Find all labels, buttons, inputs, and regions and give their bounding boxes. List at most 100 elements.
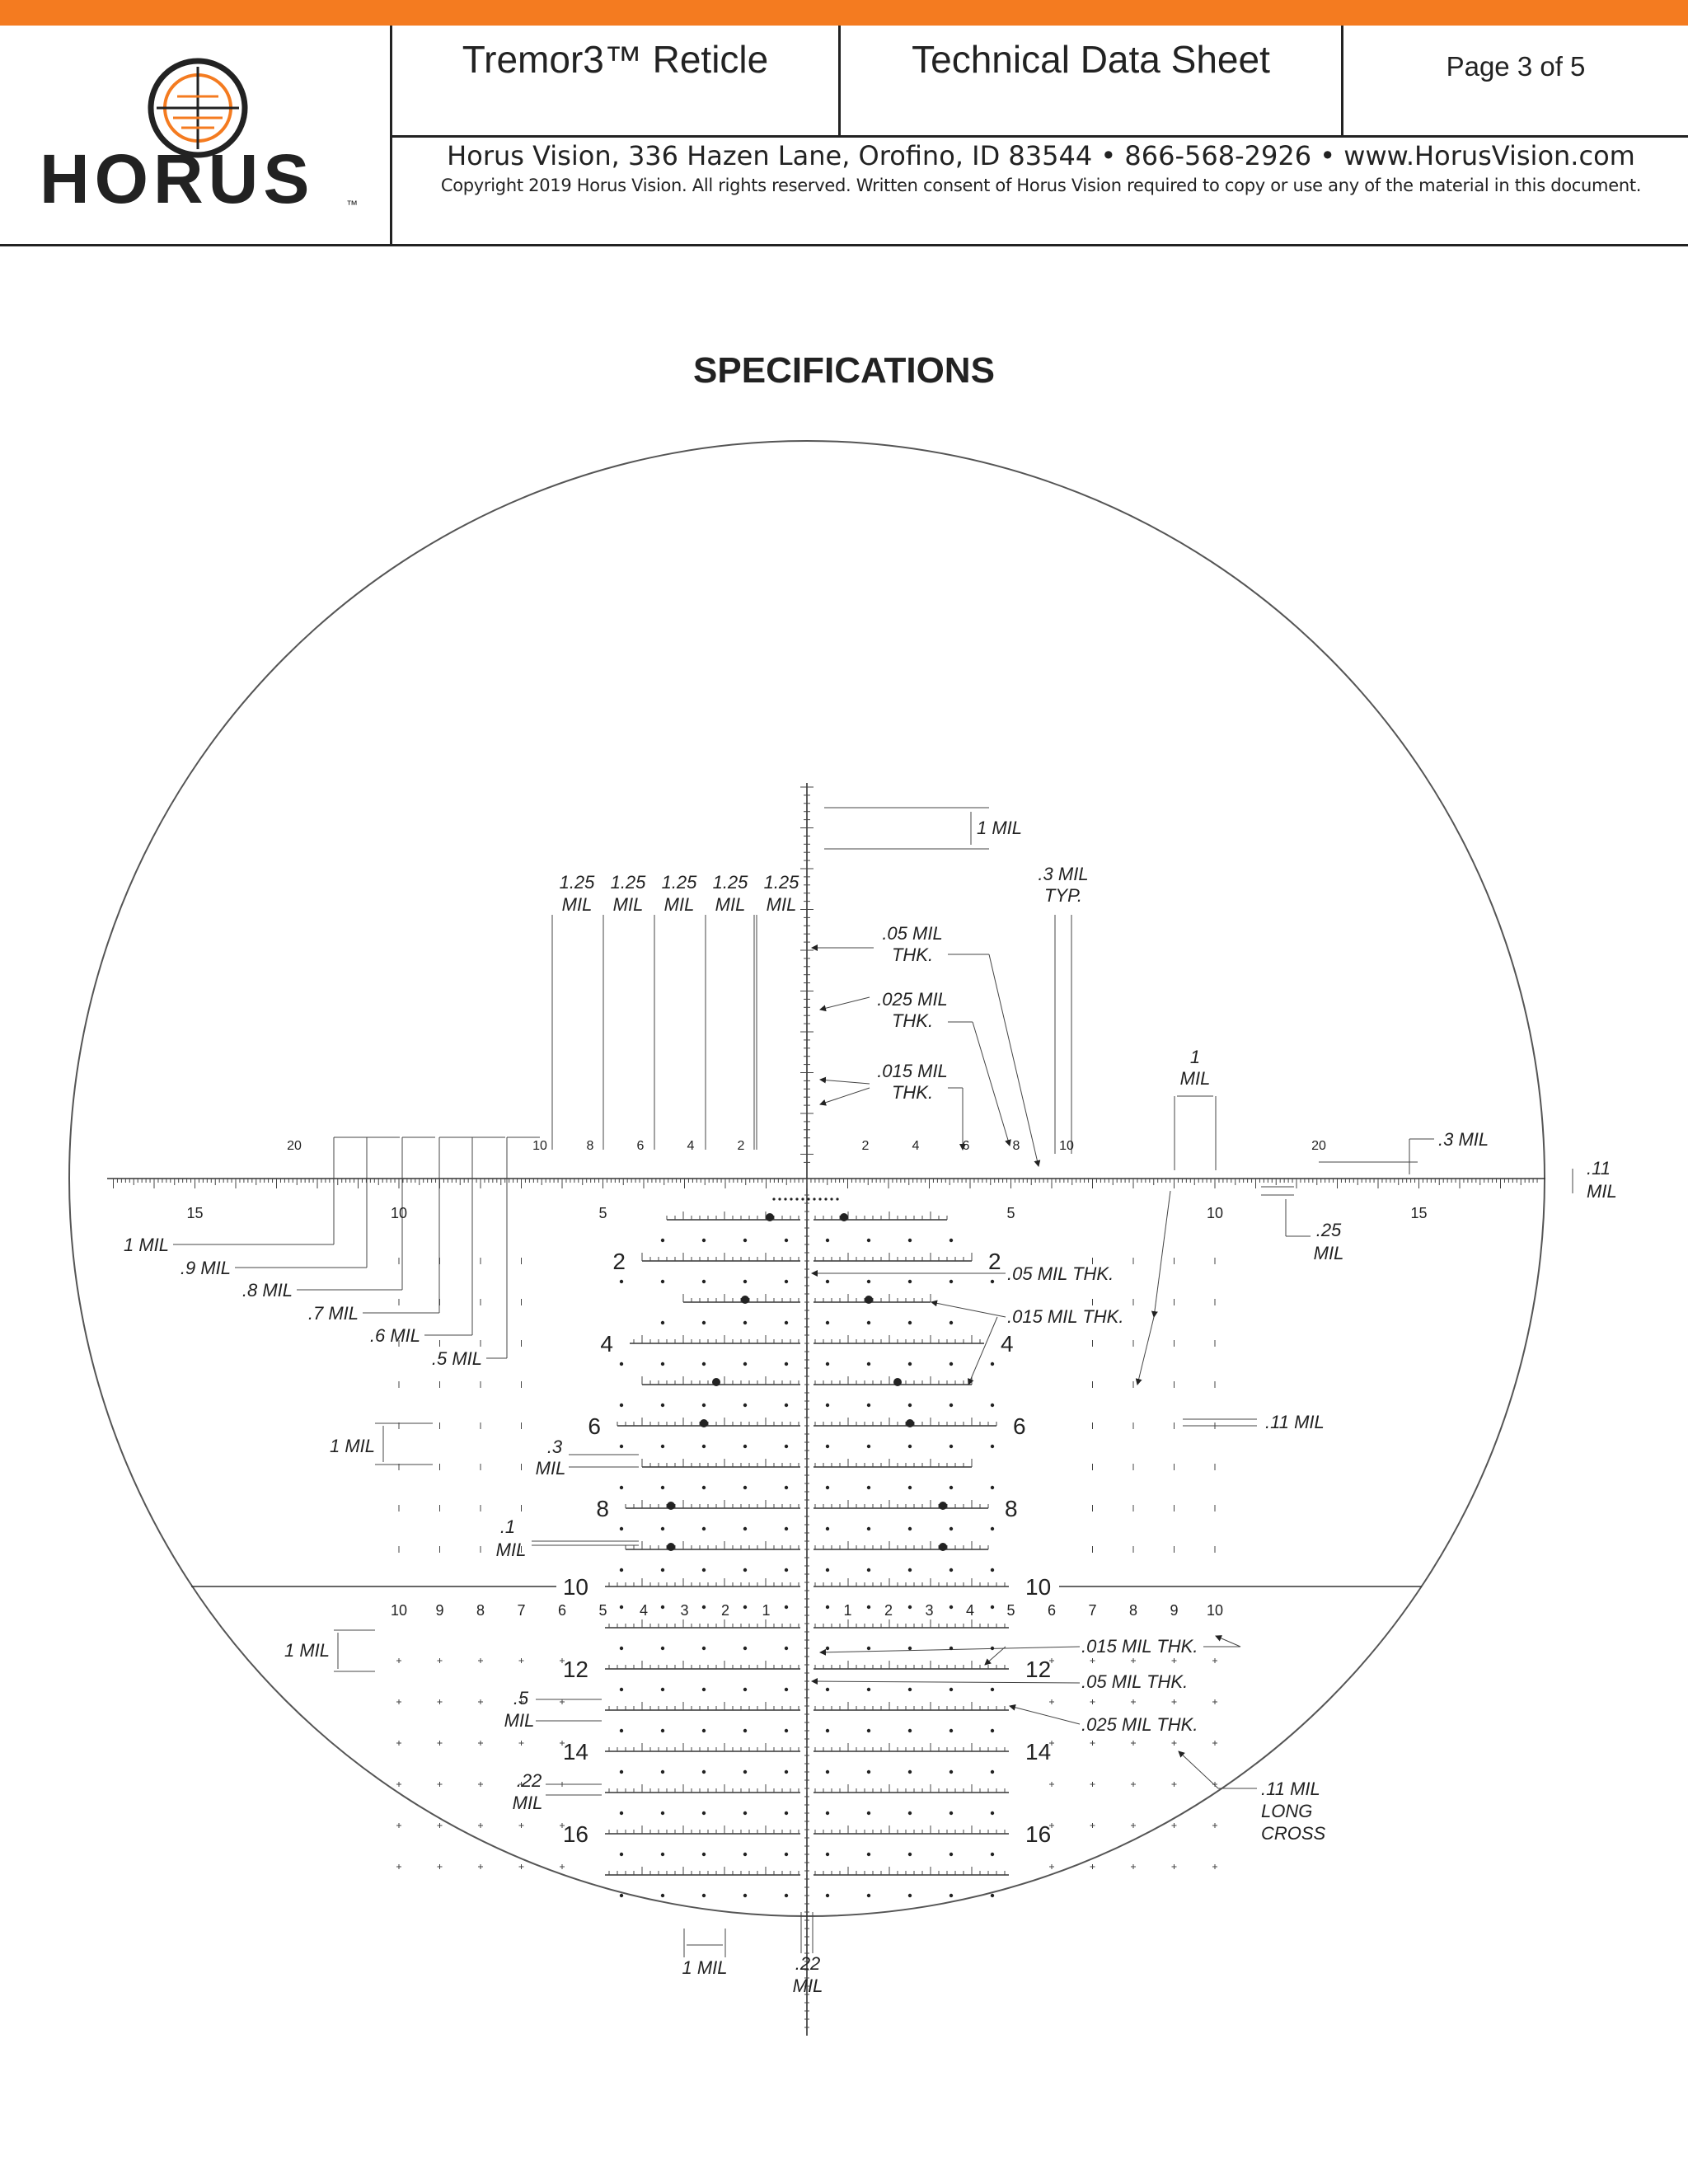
- lower-scale-label: 1: [762, 1602, 770, 1619]
- holdover-dot: [907, 1728, 912, 1733]
- upper-small-label: 6: [963, 1139, 970, 1153]
- top-dot: [830, 1197, 833, 1201]
- company-address: Horus Vision, 336 Hazen Lane, Orofino, I…: [447, 140, 1635, 171]
- holdover-dot: [743, 1444, 748, 1449]
- holdover-dot: [949, 1444, 954, 1449]
- brand-trademark: ™: [346, 198, 358, 211]
- callout-spacing-unit: MIL: [664, 894, 695, 915]
- holdover-dot: [660, 1444, 665, 1449]
- holdover-dot: [907, 1769, 912, 1774]
- holdover-dot: [866, 1526, 871, 1531]
- holdover-dot: [907, 1605, 912, 1610]
- callout-5-mil: MIL: [504, 1710, 535, 1731]
- holdover-dot: [701, 1568, 706, 1572]
- holdover-dot: [784, 1526, 789, 1531]
- holdover-dot: [825, 1568, 830, 1572]
- holdover-dot: [949, 1568, 954, 1572]
- callout-25-mil: .25: [1316, 1220, 1342, 1240]
- lower-scale-label: 9: [1170, 1602, 1178, 1619]
- holdover-dot: [825, 1769, 830, 1774]
- holdover-dot: [907, 1403, 912, 1408]
- holdover-dot: [907, 1893, 912, 1898]
- holdover-dot: [660, 1893, 665, 1898]
- lower-scale-label: 5: [1006, 1602, 1015, 1619]
- holdover-dot: [619, 1361, 624, 1366]
- horizontal-scale-label: 15: [186, 1205, 203, 1221]
- holdover-dot: [743, 1728, 748, 1733]
- upper-small-label: 4: [912, 1139, 920, 1153]
- lower-scale-label: 10: [391, 1602, 407, 1619]
- leader: [968, 1316, 998, 1385]
- holdover-dot: [660, 1403, 665, 1408]
- holdover-dot: [619, 1485, 624, 1490]
- leader: [1178, 1750, 1219, 1789]
- holdover-dot: [660, 1605, 665, 1610]
- holdover-dot: [825, 1320, 830, 1325]
- top-dot: [772, 1197, 776, 1201]
- callout-left-ladder: .9 MIL: [181, 1258, 231, 1278]
- lower-scale-label: 9: [435, 1602, 443, 1619]
- holdover-dot: [866, 1485, 871, 1490]
- callout-015-thk: THK.: [892, 1082, 933, 1103]
- horizontal-scale-label: 5: [598, 1205, 607, 1221]
- holdover-dot: [701, 1769, 706, 1774]
- callout-left-ladder: .5 MIL: [432, 1348, 482, 1369]
- callout-5-mil: .5: [513, 1688, 529, 1708]
- holdover-dot: [825, 1361, 830, 1366]
- callout-one-mil-right: 1: [1190, 1047, 1200, 1067]
- holdover-dot: [990, 1605, 995, 1610]
- lower-scale-label: 7: [1088, 1602, 1096, 1619]
- callout-05-thk-lower: .05 MIL THK.: [1081, 1671, 1188, 1692]
- horizontal-scale-label: 10: [391, 1205, 407, 1221]
- upper-small-label: 2: [738, 1139, 745, 1153]
- holdover-dot: [949, 1526, 954, 1531]
- wind-dot: [893, 1378, 902, 1386]
- row-number-left: 12: [563, 1657, 588, 1682]
- row-number-left: 6: [588, 1413, 601, 1439]
- callout-11-mil: .11: [1587, 1158, 1611, 1179]
- row-number-right: 10: [1025, 1574, 1051, 1600]
- holdover-dot: [949, 1646, 954, 1651]
- leader: [1009, 1704, 1081, 1725]
- holdover-dot: [743, 1811, 748, 1816]
- holdover-dot: [866, 1811, 871, 1816]
- holdover-dot: [784, 1238, 789, 1243]
- holdover-dot: [701, 1893, 706, 1898]
- holdover-dot: [701, 1605, 706, 1610]
- holdover-dot: [825, 1811, 830, 1816]
- holdover-dot: [619, 1279, 624, 1284]
- holdover-dot: [619, 1646, 624, 1651]
- callout-one-mil-top: 1 MIL: [977, 818, 1022, 838]
- callout-long-cross: LONG: [1261, 1801, 1312, 1821]
- top-dot: [836, 1197, 839, 1201]
- callout-025-thk-lower: .025 MIL THK.: [1081, 1714, 1198, 1735]
- callout-bottom-22-mil: .22: [795, 1953, 821, 1974]
- callout-left-ladder: .6 MIL: [370, 1325, 420, 1346]
- upper-small-label: 8: [587, 1139, 594, 1153]
- holdover-dot: [949, 1605, 954, 1610]
- holdover-dot: [866, 1893, 871, 1898]
- holdover-dot: [907, 1485, 912, 1490]
- lower-scale-label: 4: [966, 1602, 974, 1619]
- holdover-dot: [907, 1526, 912, 1531]
- holdover-dot: [866, 1852, 871, 1857]
- holdover-dot: [660, 1852, 665, 1857]
- holdover-dot: [866, 1279, 871, 1284]
- holdover-dot: [743, 1361, 748, 1366]
- callout-1-mil-left: MIL: [496, 1540, 527, 1560]
- holdover-dot: [990, 1485, 995, 1490]
- lower-scale-label: 7: [517, 1602, 525, 1619]
- lower-scale-label: 3: [680, 1602, 688, 1619]
- header-divider-1: [390, 26, 392, 246]
- lower-scale-label: 2: [884, 1602, 893, 1619]
- holdover-dot: [660, 1811, 665, 1816]
- holdover-dot: [660, 1568, 665, 1572]
- callout-one-mil-left: 1 MIL: [330, 1436, 375, 1456]
- row-number-left: 10: [563, 1574, 588, 1600]
- holdover-dot: [743, 1279, 748, 1284]
- row-number-left: 4: [600, 1331, 613, 1357]
- holdover-dot: [619, 1605, 624, 1610]
- callout-spacing-unit: MIL: [715, 894, 746, 915]
- callout-one-mil-right: MIL: [1180, 1068, 1211, 1089]
